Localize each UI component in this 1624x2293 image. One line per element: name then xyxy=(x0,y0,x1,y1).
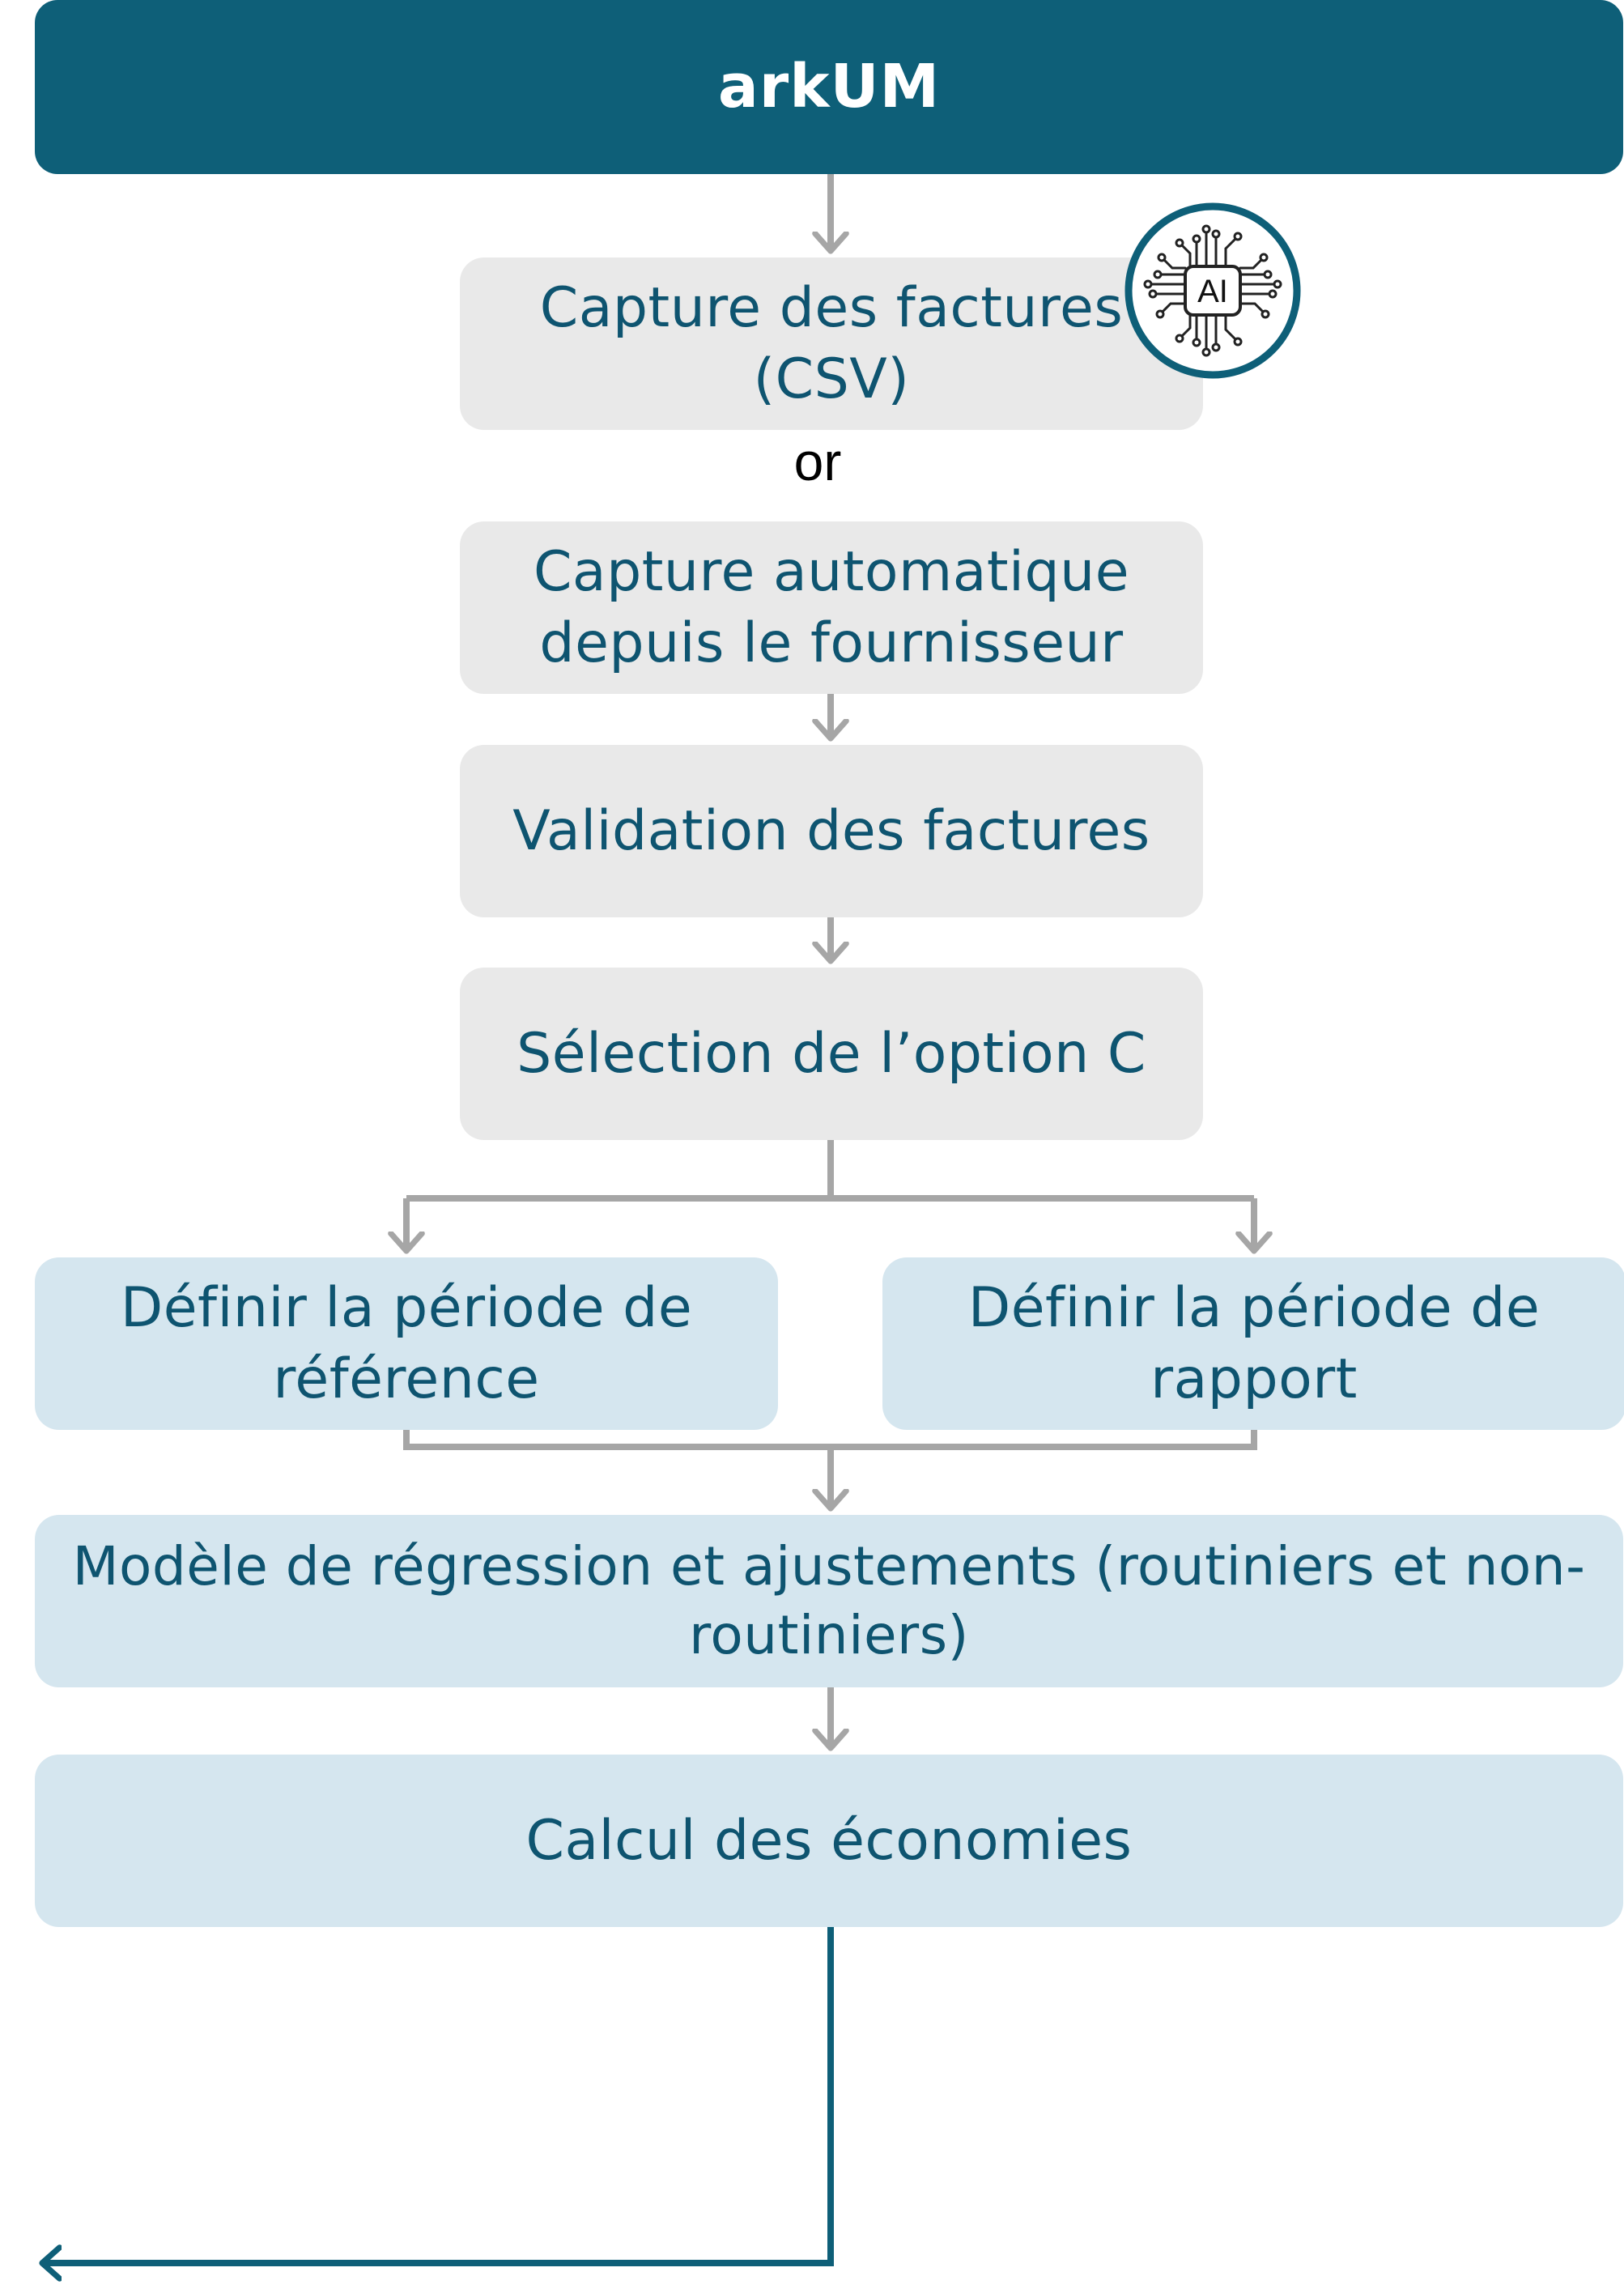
split-line xyxy=(406,1140,834,1202)
ai-chip-icon: AI xyxy=(1122,200,1303,381)
ai-chip-label: AI xyxy=(1197,274,1228,309)
merge-line xyxy=(403,1430,1257,1450)
or-label: or xyxy=(793,432,842,491)
step-option-c: Sélection de l’option C xyxy=(460,968,1203,1140)
step-capture-auto: Capture automatique depuis le fournisseu… xyxy=(460,521,1203,694)
step-validation: Validation des factures xyxy=(460,745,1203,917)
step-periode-reference: Définir la période de référence xyxy=(35,1257,778,1430)
step-periode-rapport: Définir la période de rapport xyxy=(882,1257,1624,1430)
step-capture-csv: Capture des factures (CSV) xyxy=(460,257,1203,430)
header-title: arkUM xyxy=(35,0,1623,174)
output-arrow xyxy=(42,1927,834,2263)
step-economies: Calcul des économies xyxy=(35,1755,1623,1927)
step-regression: Modèle de régression et ajustements (rou… xyxy=(35,1515,1623,1687)
